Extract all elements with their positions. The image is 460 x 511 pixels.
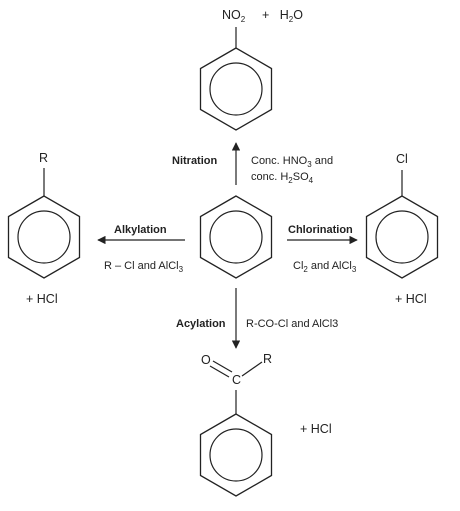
nitration-byproduct: + H2O — [262, 8, 303, 25]
hexagon-outline — [199, 413, 273, 497]
alkylation-label: Alkylation — [114, 224, 167, 236]
hexagon-outline — [199, 195, 273, 279]
chlorination-label: Chlorination — [288, 224, 353, 236]
acylation-label: Acylation — [176, 318, 226, 330]
benzene-ring-center — [199, 195, 273, 279]
nitration-reagent-line1: Conc. HNO3 and — [251, 155, 334, 169]
acyl-r-group-label: R — [263, 352, 273, 366]
acylation-reagent: R-CO-Cl and AlCl3 — [246, 318, 339, 330]
aromatic-circle — [209, 62, 263, 116]
alkylation-byproduct: + HCl — [26, 292, 58, 306]
alkylation-reagent: R – Cl and AlCl3 — [104, 260, 184, 274]
chloro-group-label: Cl — [396, 152, 408, 166]
alkyl-group-label: R — [39, 151, 49, 165]
carbonyl-carbon-label: C — [232, 373, 242, 387]
hexagon-outline — [365, 195, 439, 279]
aromatic-circle — [209, 428, 263, 482]
chlorination-byproduct: + HCl — [395, 292, 427, 306]
aromatic-circle — [375, 210, 429, 264]
nitration-reagent-line2: conc. H2SO4 — [251, 171, 314, 185]
hexagon-outline — [7, 195, 81, 279]
benzene-ring-right — [365, 195, 439, 279]
aromatic-circle — [17, 210, 71, 264]
benzene-ring-left — [7, 195, 81, 279]
nitro-group-label: NO2 — [222, 8, 246, 25]
hexagon-outline — [199, 47, 273, 131]
aromatic-circle — [209, 210, 263, 264]
benzene-ring-top — [199, 47, 273, 131]
bond-c-o-2 — [212, 360, 233, 373]
carbonyl-oxygen-label: O — [201, 353, 211, 367]
chlorination-reagent: Cl2 and AlCl3 — [293, 260, 357, 274]
nitration-label: Nitration — [172, 155, 218, 167]
acylation-byproduct: + HCl — [300, 422, 332, 436]
bond-c-r — [241, 361, 263, 377]
benzene-ring-bottom — [199, 413, 273, 497]
bond-c-o-1 — [209, 365, 230, 378]
